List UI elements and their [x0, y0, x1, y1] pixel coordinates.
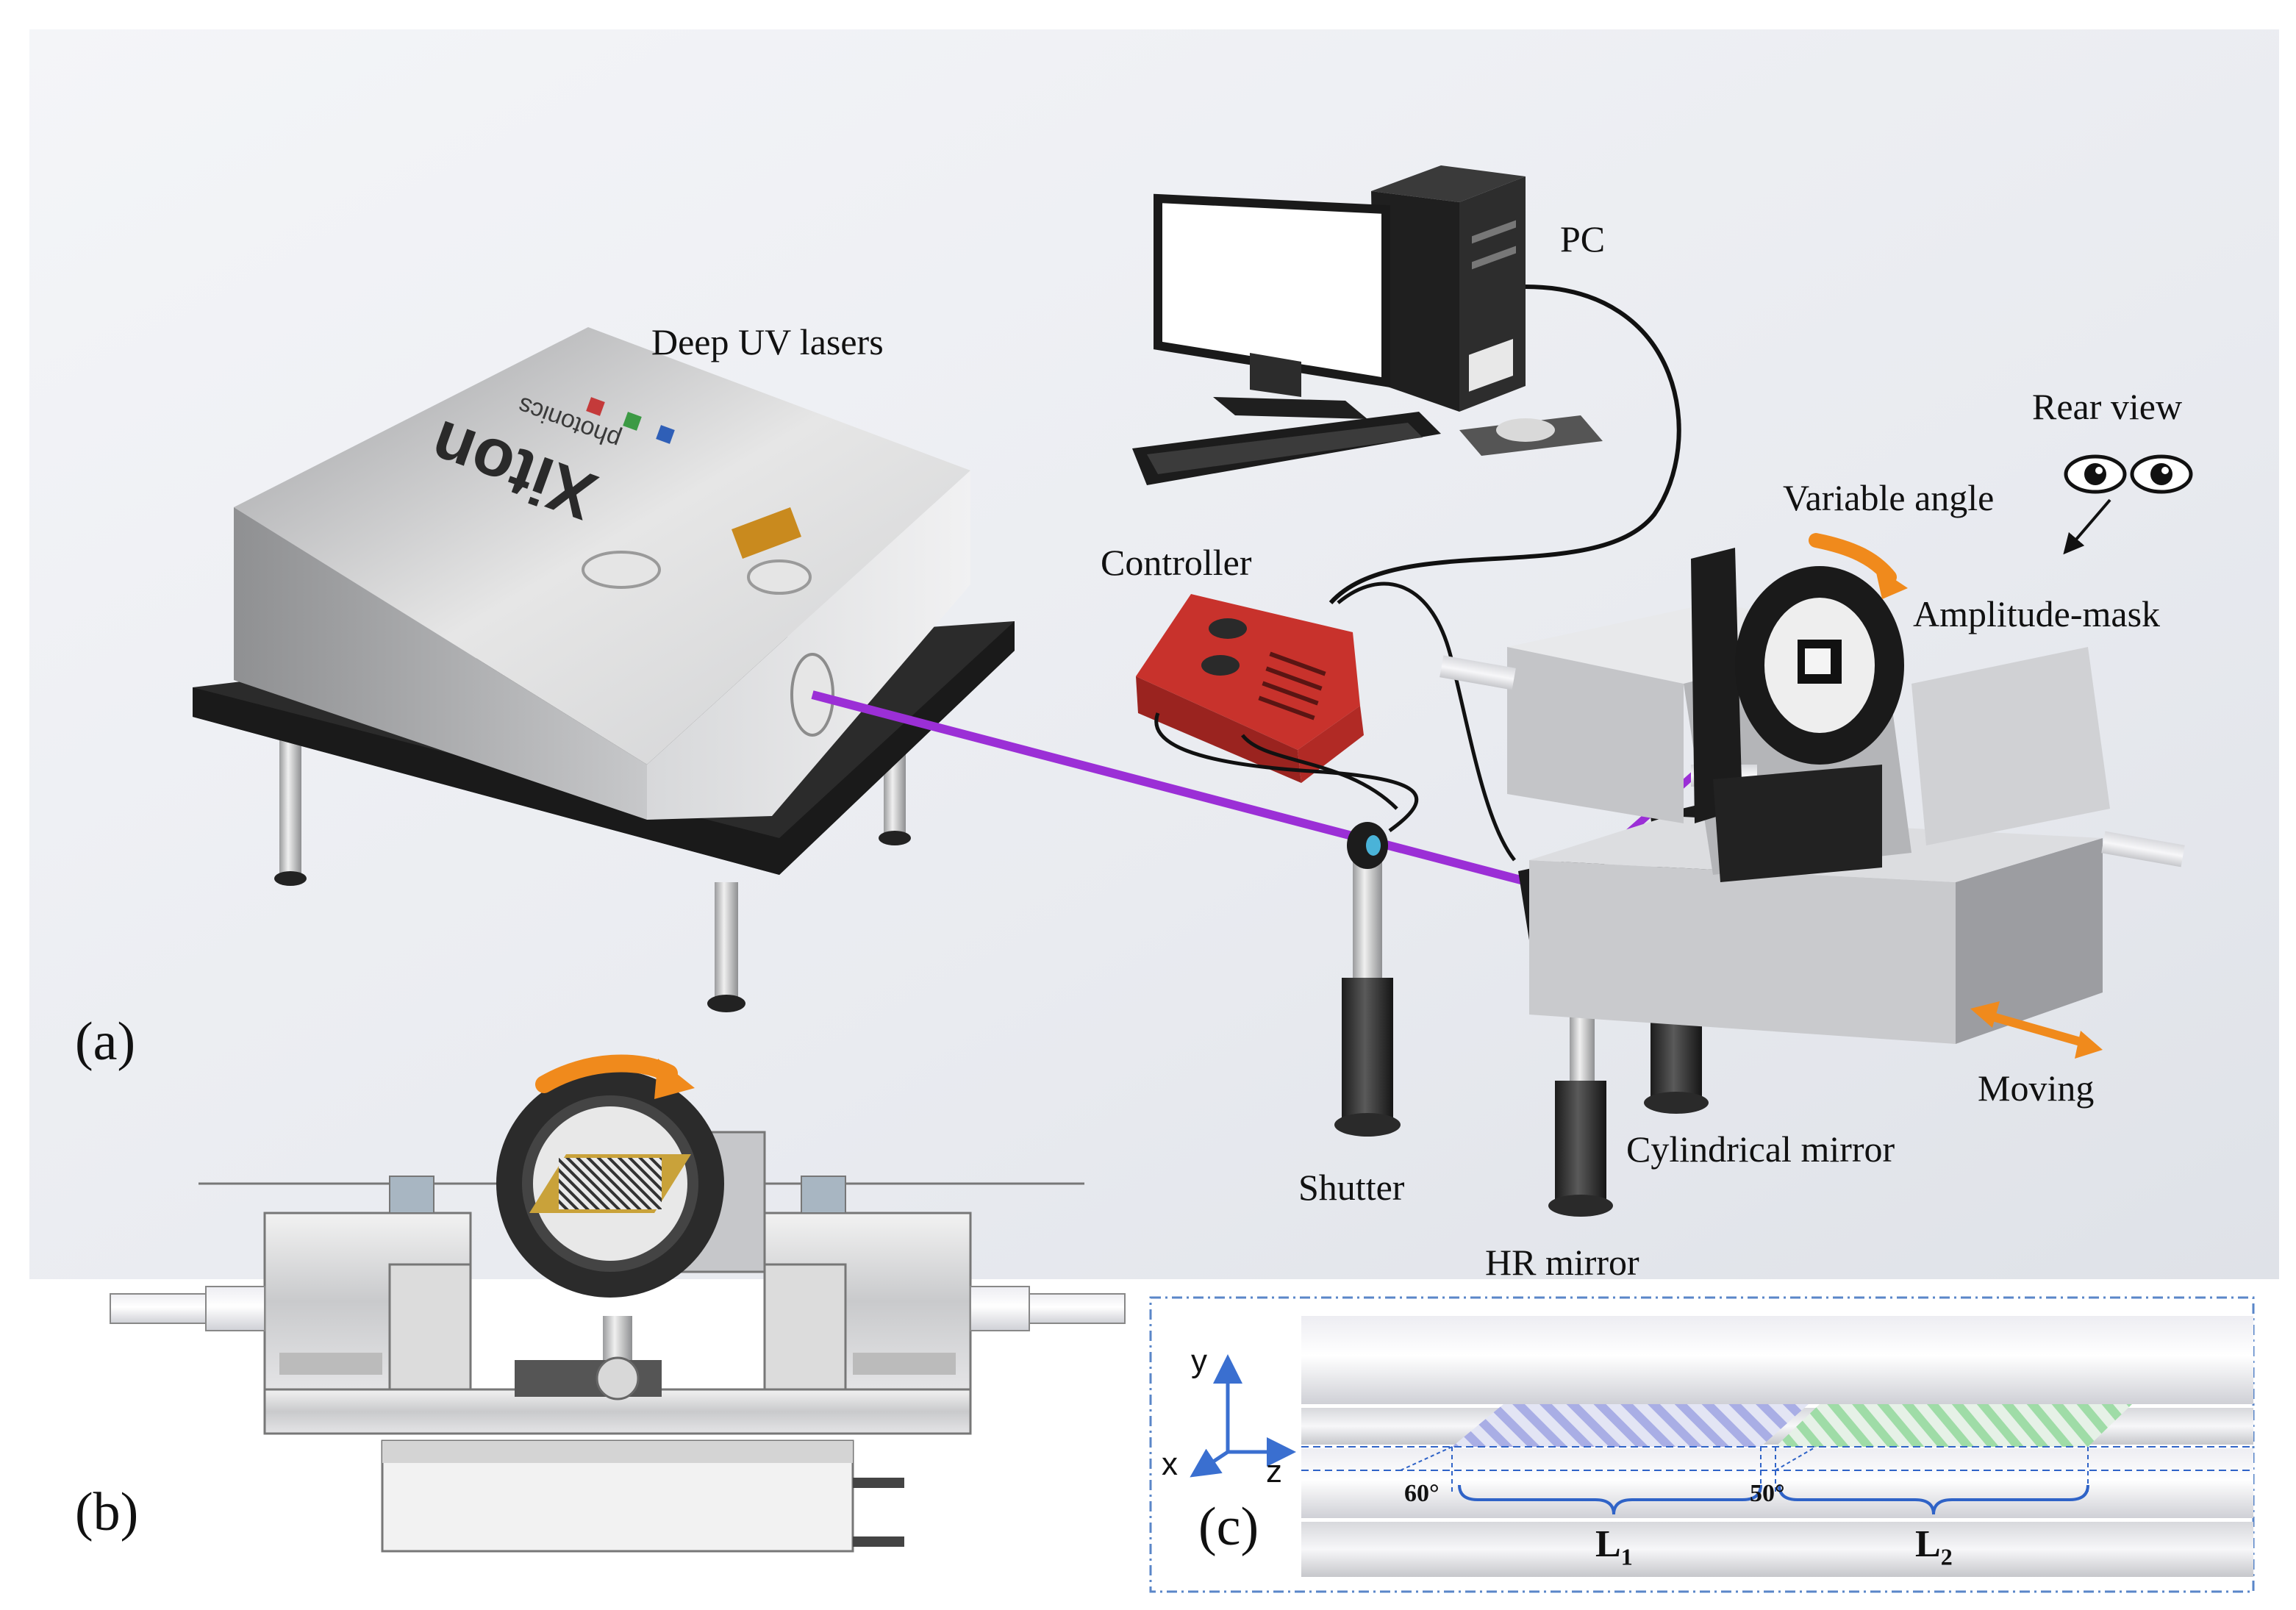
rotation-arrowhead-b	[654, 1059, 695, 1099]
laser-beam	[811, 690, 1531, 887]
label-moving: Moving	[1978, 1067, 2095, 1109]
label-variable-angle: Variable angle	[1783, 477, 1995, 518]
axis-label-z: z	[1266, 1453, 1282, 1489]
label-hr-mirror: HR mirror	[1485, 1242, 1639, 1283]
deep-uv-laser: Xiton photonics	[193, 327, 1015, 1012]
angle-label-60: 60°	[1404, 1480, 1440, 1507]
label-rear-view: Rear view	[2032, 386, 2183, 427]
pc	[1132, 165, 1681, 605]
label-cylindrical-mirror: Cylindrical mirror	[1626, 1128, 1895, 1170]
panel-label-c: (c)	[1198, 1497, 1259, 1557]
brace-l1	[1458, 1484, 1762, 1515]
variable-angle-arrowhead	[1875, 566, 1908, 599]
label-controller: Controller	[1101, 542, 1252, 583]
panel-label-a: (a)	[75, 1012, 136, 1072]
axis-x	[1190, 1448, 1229, 1478]
angle-label-50: 50°	[1750, 1480, 1785, 1507]
variable-angle-arrow	[1809, 533, 1897, 584]
translation-stage	[1440, 548, 2185, 1044]
panel-c-inset	[1149, 1296, 2255, 1593]
eye-icon	[2130, 454, 2193, 494]
axis-label-x: x	[1162, 1446, 1178, 1482]
moving-arrowhead-right	[2075, 1031, 2103, 1059]
rear-view-eyes	[2063, 454, 2193, 555]
panel-b-front-view	[110, 1070, 1126, 1553]
length-label-l1: L1	[1595, 1523, 1633, 1570]
moving-arrow	[1984, 1010, 2089, 1048]
grating-2	[1775, 1404, 2132, 1447]
axis-label-y: y	[1191, 1343, 1207, 1379]
label-shutter: Shutter	[1298, 1167, 1405, 1208]
rear-view-arrow	[2063, 498, 2111, 555]
shutter	[1334, 822, 1401, 1137]
label-amplitude-mask: Amplitude-mask	[1913, 593, 2161, 634]
amplitude-mask-b	[559, 1158, 662, 1209]
label-pc: PC	[1560, 218, 1606, 260]
brace-l2	[1778, 1484, 2089, 1515]
grating-1	[1452, 1404, 1809, 1447]
controller	[1136, 582, 1516, 862]
panel-label-b: (b)	[75, 1482, 139, 1542]
moving-arrowhead-left	[1970, 1001, 2000, 1028]
label-deep-uv-lasers: Deep UV lasers	[651, 321, 884, 362]
eye-icon	[2064, 454, 2127, 494]
length-label-l2: L2	[1915, 1523, 1953, 1570]
